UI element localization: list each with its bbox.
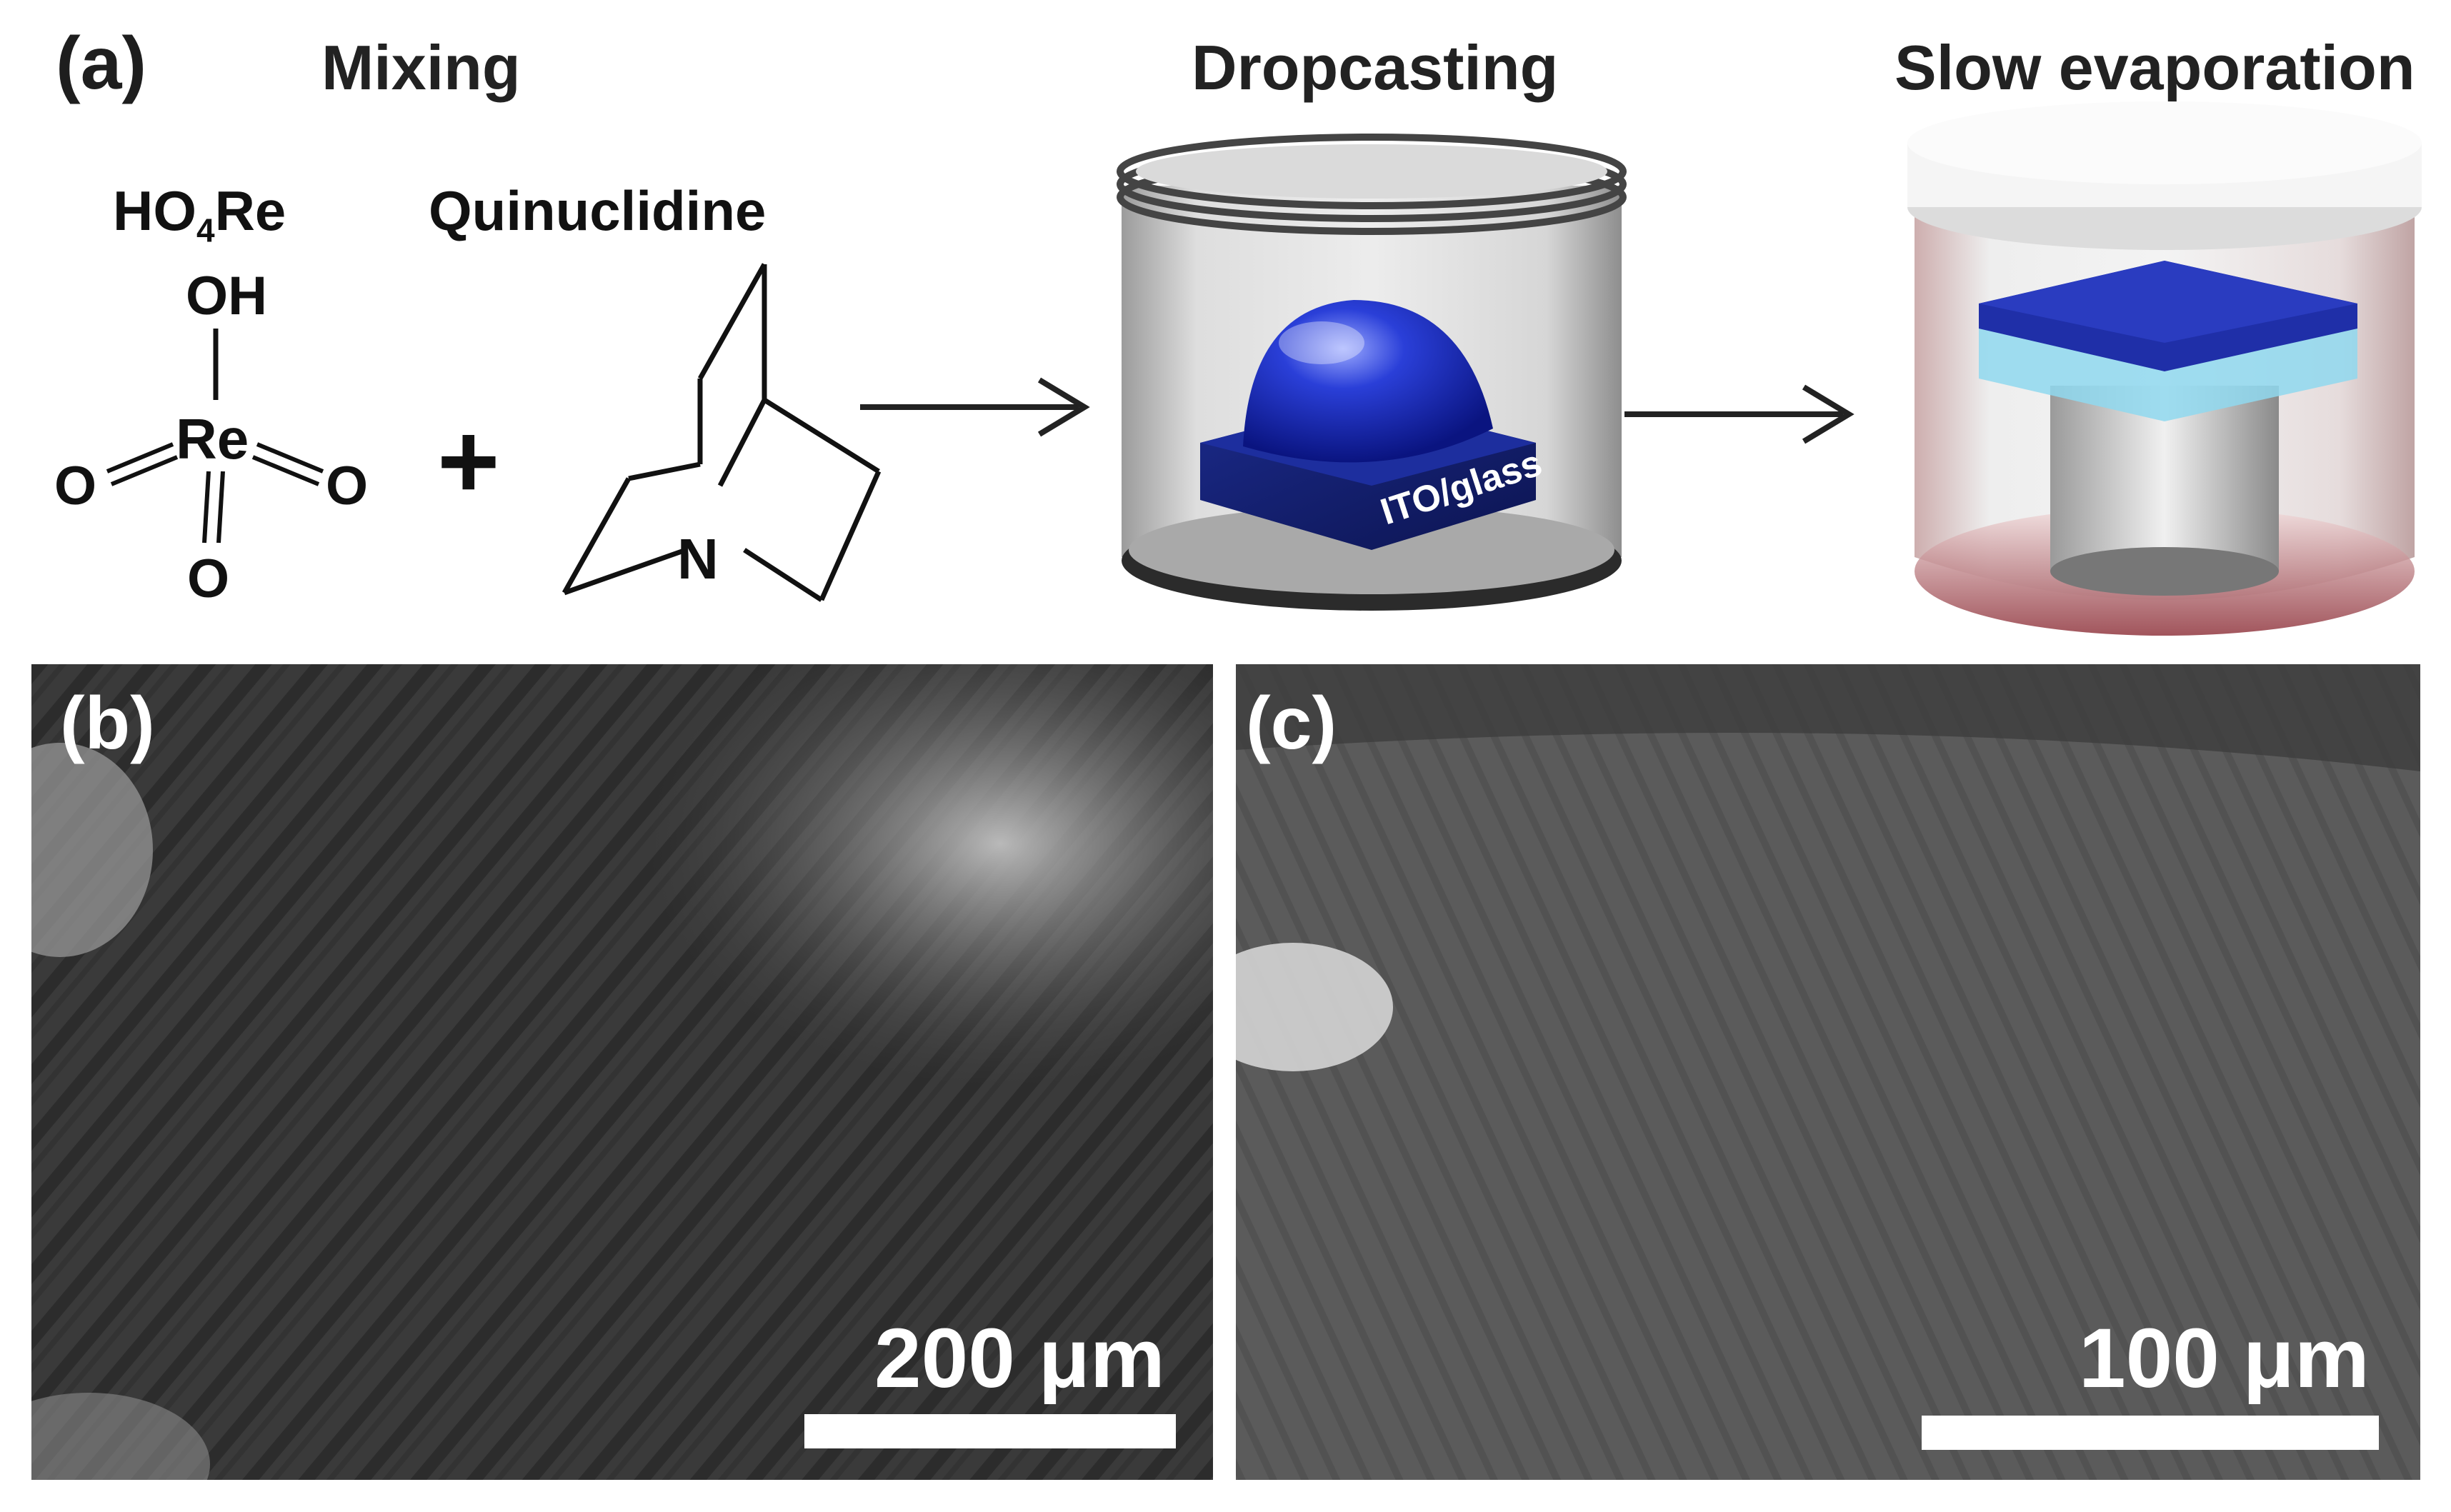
- panel-a-label: (a): [56, 22, 147, 105]
- perrhenic-acid-structure: OH Re O O O: [54, 266, 368, 609]
- perrhenic-acid-name: HO4Re: [113, 179, 286, 249]
- scale-bar-b: [804, 1414, 1176, 1448]
- o-bottom-atom: O: [187, 549, 229, 609]
- quinuclidine-structure: N: [561, 263, 882, 602]
- n-atom: N: [677, 527, 719, 591]
- plus-sign: +: [437, 401, 500, 521]
- re-o-left-bond-1: [106, 442, 174, 474]
- sem-image-b: 200 μm (b): [31, 664, 1213, 1480]
- re-o-right-bond-2: [251, 455, 320, 486]
- dropcasting-vial: ITO/glass: [1117, 134, 1627, 611]
- scale-bar-c: [1922, 1416, 2379, 1450]
- step-dropcasting-title: Dropcasting: [1192, 32, 1559, 103]
- o-right-atom: O: [326, 456, 368, 516]
- panel-c-label: (c): [1246, 682, 1337, 765]
- step-mixing-title: Mixing: [321, 32, 521, 103]
- re-o-left-bond-2: [110, 455, 179, 486]
- sem-image-c: 100 μm (c): [1236, 664, 2420, 1480]
- lid: [1907, 101, 2422, 184]
- oh-atom: OH: [186, 266, 267, 326]
- re-o-right-bond-1: [256, 442, 324, 474]
- o-left-atom: O: [54, 456, 96, 516]
- arrow-dropcast-to-evaporation: [1624, 384, 1855, 444]
- droplet: [1243, 300, 1493, 463]
- re-atom: Re: [176, 407, 249, 471]
- step-slow-evaporation-title: Slow evaporation: [1895, 32, 2415, 103]
- re-o-bottom-bond-1: [202, 471, 211, 544]
- scale-bar-label-b: 200 μm: [874, 1311, 1165, 1406]
- quinuclidine-name: Quinuclidine: [429, 179, 767, 242]
- evaporation-vial: [1907, 101, 2422, 636]
- scale-bar-label-c: 100 μm: [2079, 1311, 2370, 1406]
- panel-b-label: (b): [60, 682, 155, 765]
- re-o-bottom-bond-2: [216, 471, 225, 544]
- arrow-mix-to-dropcast: [860, 377, 1090, 437]
